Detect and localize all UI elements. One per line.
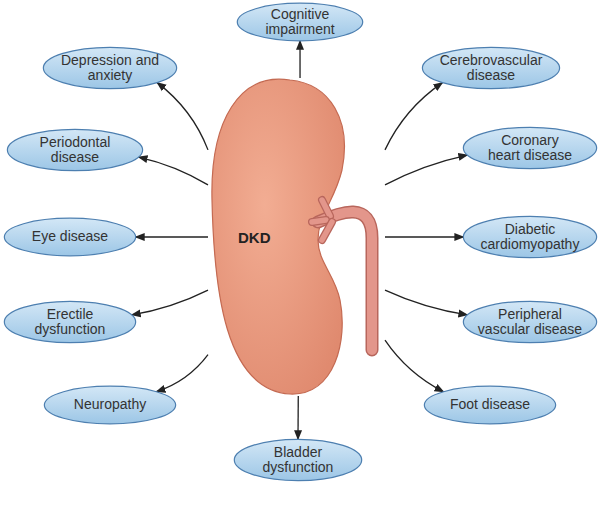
ellipse-shape (7, 129, 142, 170)
arrow-connector (132, 290, 208, 315)
arrow-connector (157, 83, 208, 150)
condition-ellipse: Coronary heart disease (462, 126, 598, 170)
ellipse-shape (463, 216, 596, 257)
condition-label: Neuropathy (55, 397, 165, 412)
arrow-connector (136, 236, 208, 237)
condition-ellipse: Periodontal disease (6, 128, 144, 172)
ellipse-shape (424, 386, 555, 424)
arrow-connector (385, 83, 442, 150)
ellipse-shape (463, 301, 596, 342)
condition-label: Peripheral vascular disease (474, 307, 586, 338)
condition-ellipse: Neuropathy (43, 385, 177, 425)
vessel-branch (312, 220, 326, 222)
arrow-connector (385, 236, 463, 237)
organ-label: DKD (238, 229, 271, 246)
condition-label: Erectile dysfunction (15, 307, 125, 338)
condition-label: Eye disease (15, 229, 125, 244)
condition-label: Depression and anxiety (55, 53, 165, 84)
vessel-branch-outline (312, 220, 326, 222)
condition-ellipse: Erectile dysfunction (3, 300, 137, 344)
condition-label: Foot disease (435, 397, 545, 412)
kidney-illustration (208, 78, 385, 396)
vessel-branch-outline (322, 222, 332, 240)
vessel-branch (322, 222, 332, 240)
condition-label: Cerebrovascular disease (436, 53, 546, 84)
kidney-node: DKD (208, 78, 385, 396)
ellipse-shape (463, 127, 596, 168)
condition-label: Diabetic cardiomyopathy (475, 222, 585, 253)
condition-ellipse: Bladder dysfunction (233, 438, 363, 482)
ellipse-shape (422, 47, 559, 88)
condition-ellipse: Cerebrovascular disease (421, 46, 561, 90)
condition-label: Cognitive impairment (250, 7, 350, 38)
condition-ellipse: Eye disease (3, 217, 137, 257)
condition-ellipse: Depression and anxiety (42, 46, 178, 90)
ureter-outline (318, 212, 372, 350)
condition-ellipse: Peripheral vascular disease (462, 300, 598, 344)
kidney-shape (212, 79, 344, 394)
ellipse-shape (237, 3, 362, 41)
vessel-branch (322, 200, 330, 216)
ellipse-shape (4, 301, 135, 342)
ellipse-shape (234, 439, 361, 480)
condition-label: Bladder dysfunction (243, 445, 353, 476)
vessel-branch-outline (322, 200, 330, 216)
arrow-connector (385, 155, 467, 185)
condition-ellipse: Foot disease (423, 385, 557, 425)
ellipse-shape (44, 386, 175, 424)
condition-ellipse: Diabetic cardiomyopathy (462, 215, 598, 259)
condition-label: Coronary heart disease (485, 133, 575, 164)
arrow-connector (299, 41, 300, 78)
arrow-connector (156, 355, 208, 392)
ellipse-shape (43, 47, 176, 88)
condition-label: Periodontal disease (20, 135, 130, 166)
ureter (318, 212, 372, 350)
condition-ellipse: Cognitive impairment (236, 2, 364, 42)
arrow-connector (139, 157, 208, 185)
arrow-connector (385, 340, 444, 392)
arrow-connector (297, 396, 299, 439)
arrow-connector (385, 290, 467, 315)
ellipse-shape (4, 218, 135, 256)
